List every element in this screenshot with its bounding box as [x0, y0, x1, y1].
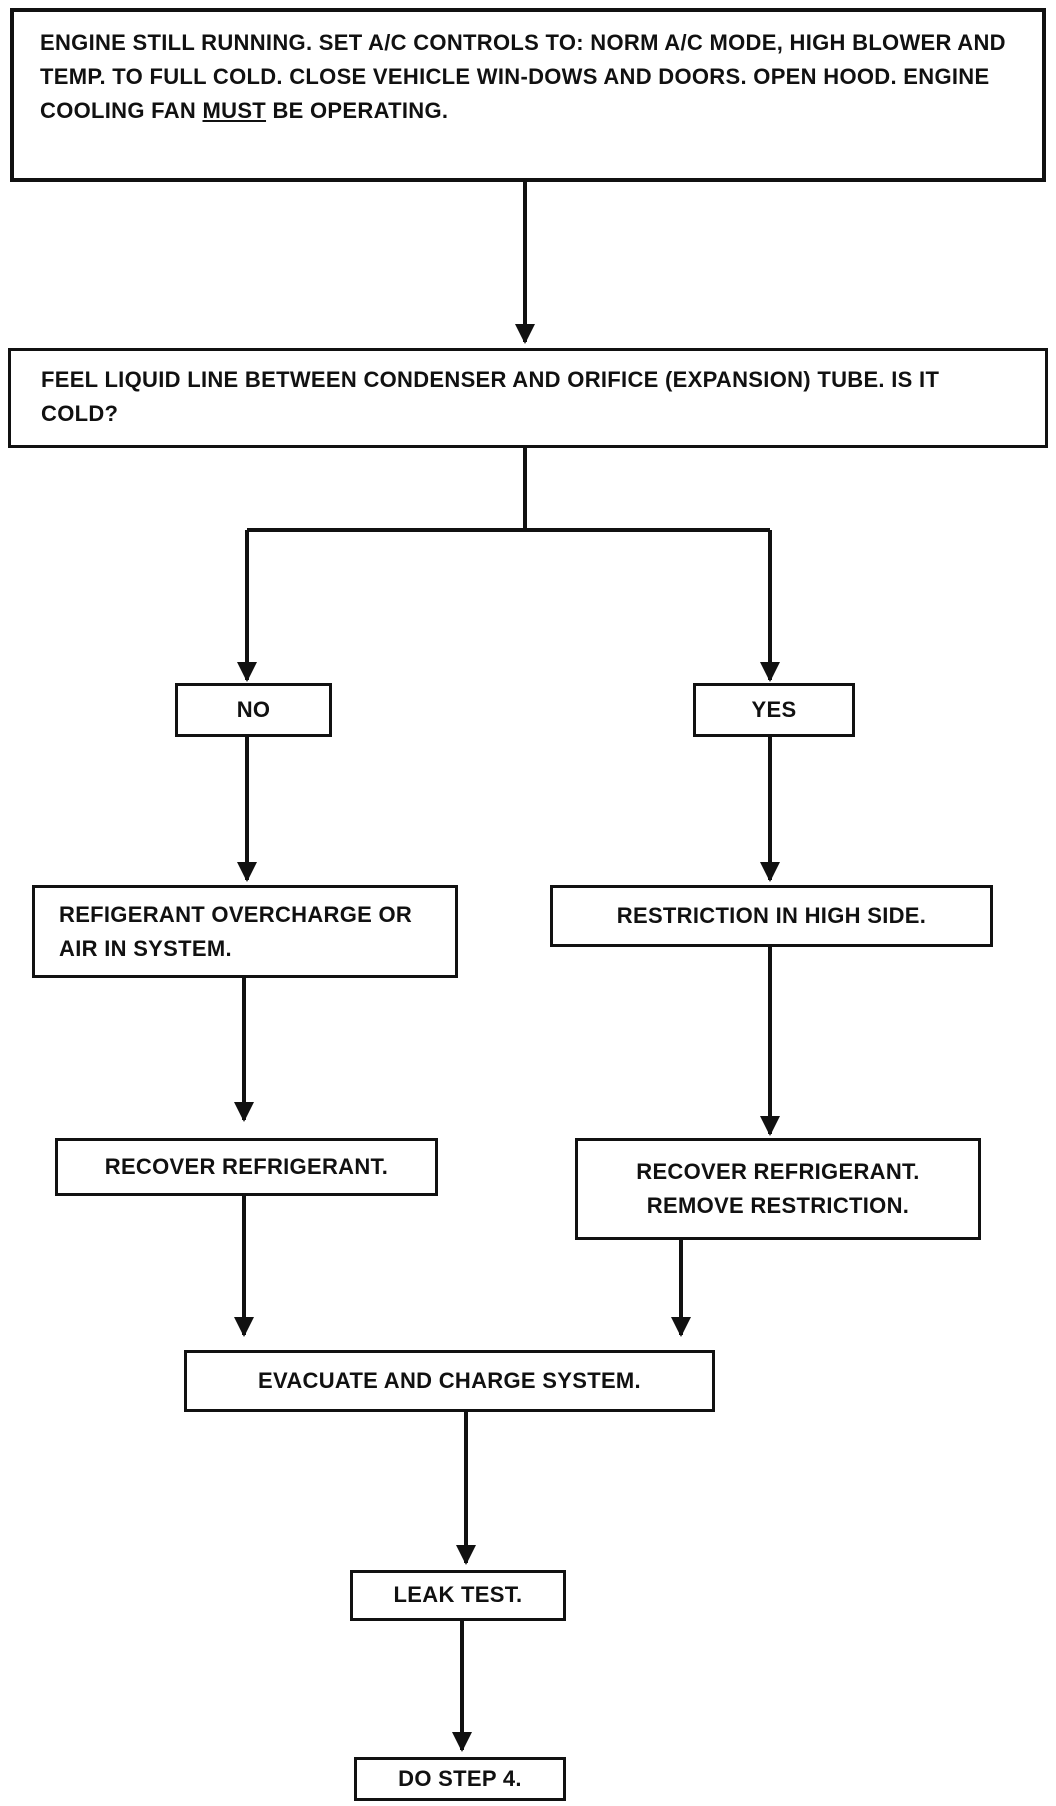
- yes-action-line-1: RECOVER REFRIGERANT.: [636, 1158, 920, 1184]
- no-action-text: RECOVER REFRIGERANT.: [104, 1153, 389, 1179]
- start-instructions-text: ENGINE STILL RUNNING. SET A/C CONTROLS T…: [40, 30, 1006, 124]
- evacuate-box: EVACUATE AND CHARGE SYSTEM.: [184, 1350, 715, 1412]
- leak-test-text: LEAK TEST.: [393, 1582, 523, 1608]
- no-label: NO: [236, 696, 271, 722]
- question-box: FEEL LIQUID LINE BETWEEN CONDENSER AND O…: [8, 348, 1048, 448]
- start-instructions-tail: BE OPERATING.: [266, 98, 449, 124]
- yes-action-line-2: REMOVE RESTRICTION.: [646, 1193, 910, 1218]
- final-step-box: DO STEP 4.: [354, 1757, 566, 1801]
- leak-test-box: LEAK TEST.: [350, 1570, 566, 1621]
- no-box: NO: [175, 683, 332, 737]
- no-result-box: REFIGERANT OVERCHARGE OR AIR IN SYSTEM.: [32, 885, 458, 978]
- evacuate-text: EVACUATE AND CHARGE SYSTEM.: [258, 1367, 641, 1393]
- yes-action-box: RECOVER REFRIGERANT. REMOVE RESTRICTION.: [575, 1138, 981, 1240]
- yes-result-text: RESTRICTION IN HIGH SIDE.: [616, 902, 927, 928]
- no-action-box: RECOVER REFRIGERANT.: [55, 1138, 438, 1196]
- question-text: FEEL LIQUID LINE BETWEEN CONDENSER AND O…: [41, 367, 940, 427]
- yes-result-box: RESTRICTION IN HIGH SIDE.: [550, 885, 993, 947]
- start-instructions-box: ENGINE STILL RUNNING. SET A/C CONTROLS T…: [10, 8, 1046, 182]
- no-result-text: REFIGERANT OVERCHARGE OR AIR IN SYSTEM.: [59, 902, 413, 962]
- yes-box: YES: [693, 683, 855, 737]
- final-step-text: DO STEP 4.: [398, 1765, 522, 1791]
- must-emphasis: MUST: [202, 98, 267, 124]
- yes-label: YES: [751, 696, 797, 722]
